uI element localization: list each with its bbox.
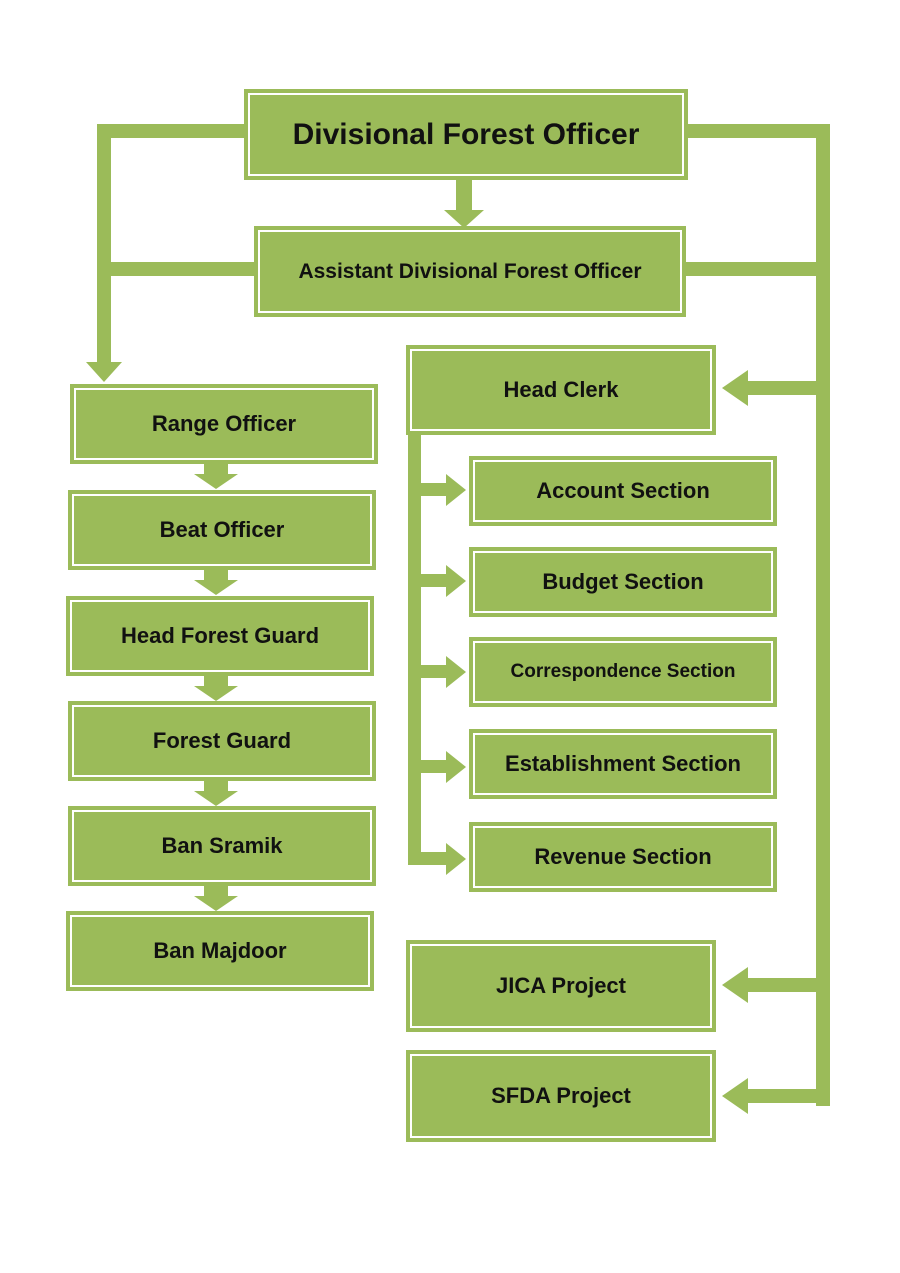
box-forest-guard: Forest Guard xyxy=(68,701,376,781)
label-sfda-project: SFDA Project xyxy=(491,1083,631,1108)
label-revenue-section: Revenue Section xyxy=(534,844,712,869)
arrow-to-head-clerk xyxy=(722,370,748,406)
connector-to-jica xyxy=(744,978,830,992)
label-jica-project: JICA Project xyxy=(495,973,626,998)
field-chain-arrows xyxy=(194,462,238,911)
connector-to-sfda xyxy=(744,1089,830,1103)
box-head-clerk: Head Clerk xyxy=(406,345,716,435)
label-ban-majdoor: Ban Majdoor xyxy=(153,938,287,963)
box-correspondence-section: Correspondence Section xyxy=(469,637,777,707)
box-sfda-project: SFDA Project xyxy=(406,1050,716,1142)
connector-dfo-adfo xyxy=(456,178,472,212)
connector-adfo-right xyxy=(684,262,830,276)
connector-budget xyxy=(408,574,448,587)
box-range-officer: Range Officer xyxy=(70,384,378,464)
label-head-forest-guard: Head Forest Guard xyxy=(120,623,320,648)
box-ban-majdoor: Ban Majdoor xyxy=(66,911,374,991)
connector-dfo-left xyxy=(97,124,247,138)
box-head-forest-guard: Head Forest Guard xyxy=(66,596,374,676)
arrow-to-adfo xyxy=(444,210,484,228)
connector-revenue xyxy=(408,852,448,865)
label-beat-officer: Beat Officer xyxy=(159,517,285,542)
box-jica-project: JICA Project xyxy=(406,940,716,1032)
arrow-to-jica xyxy=(722,967,748,1003)
connector-adfo-left xyxy=(97,262,257,276)
connector-left-trunk xyxy=(97,124,111,364)
label-budget-section: Budget Section xyxy=(542,569,704,594)
box-ban-sramik: Ban Sramik xyxy=(68,806,376,886)
label-account-section: Account Section xyxy=(536,478,710,503)
label-establishment-section: Establishment Section xyxy=(505,751,741,776)
box-establishment-section: Establishment Section xyxy=(469,729,777,799)
connector-section-trunk xyxy=(408,430,421,865)
arrow-to-range-officer xyxy=(86,362,122,382)
arrow-to-correspondence xyxy=(446,656,466,688)
box-assistant-divisional-forest-officer: Assistant Divisional Forest Officer xyxy=(254,226,686,317)
box-beat-officer: Beat Officer xyxy=(68,490,376,570)
arrow-to-budget xyxy=(446,565,466,597)
arrow-to-sfda xyxy=(722,1078,748,1114)
arrow-to-establishment xyxy=(446,751,466,783)
box-account-section: Account Section xyxy=(469,456,777,526)
label-divisional-forest-officer: Divisional Forest Officer xyxy=(292,117,640,151)
connector-right-trunk xyxy=(816,124,830,1106)
label-head-clerk: Head Clerk xyxy=(503,377,619,402)
label-ban-sramik: Ban Sramik xyxy=(161,833,283,858)
arrow-to-revenue xyxy=(446,843,466,875)
connector-establishment xyxy=(408,760,448,773)
label-forest-guard: Forest Guard xyxy=(152,728,292,753)
arrow-to-account xyxy=(446,474,466,506)
label-range-officer: Range Officer xyxy=(151,411,297,436)
connector-dfo-right xyxy=(686,124,830,138)
connector-account xyxy=(408,483,448,496)
connector-to-head-clerk xyxy=(744,381,830,395)
box-divisional-forest-officer: Divisional Forest Officer xyxy=(244,89,688,180)
label-assistant-divisional-forest-officer: Assistant Divisional Forest Officer xyxy=(298,259,642,283)
box-budget-section: Budget Section xyxy=(469,547,777,617)
label-correspondence-section: Correspondence Section xyxy=(510,661,736,682)
box-revenue-section: Revenue Section xyxy=(469,822,777,892)
connector-correspondence xyxy=(408,665,448,678)
